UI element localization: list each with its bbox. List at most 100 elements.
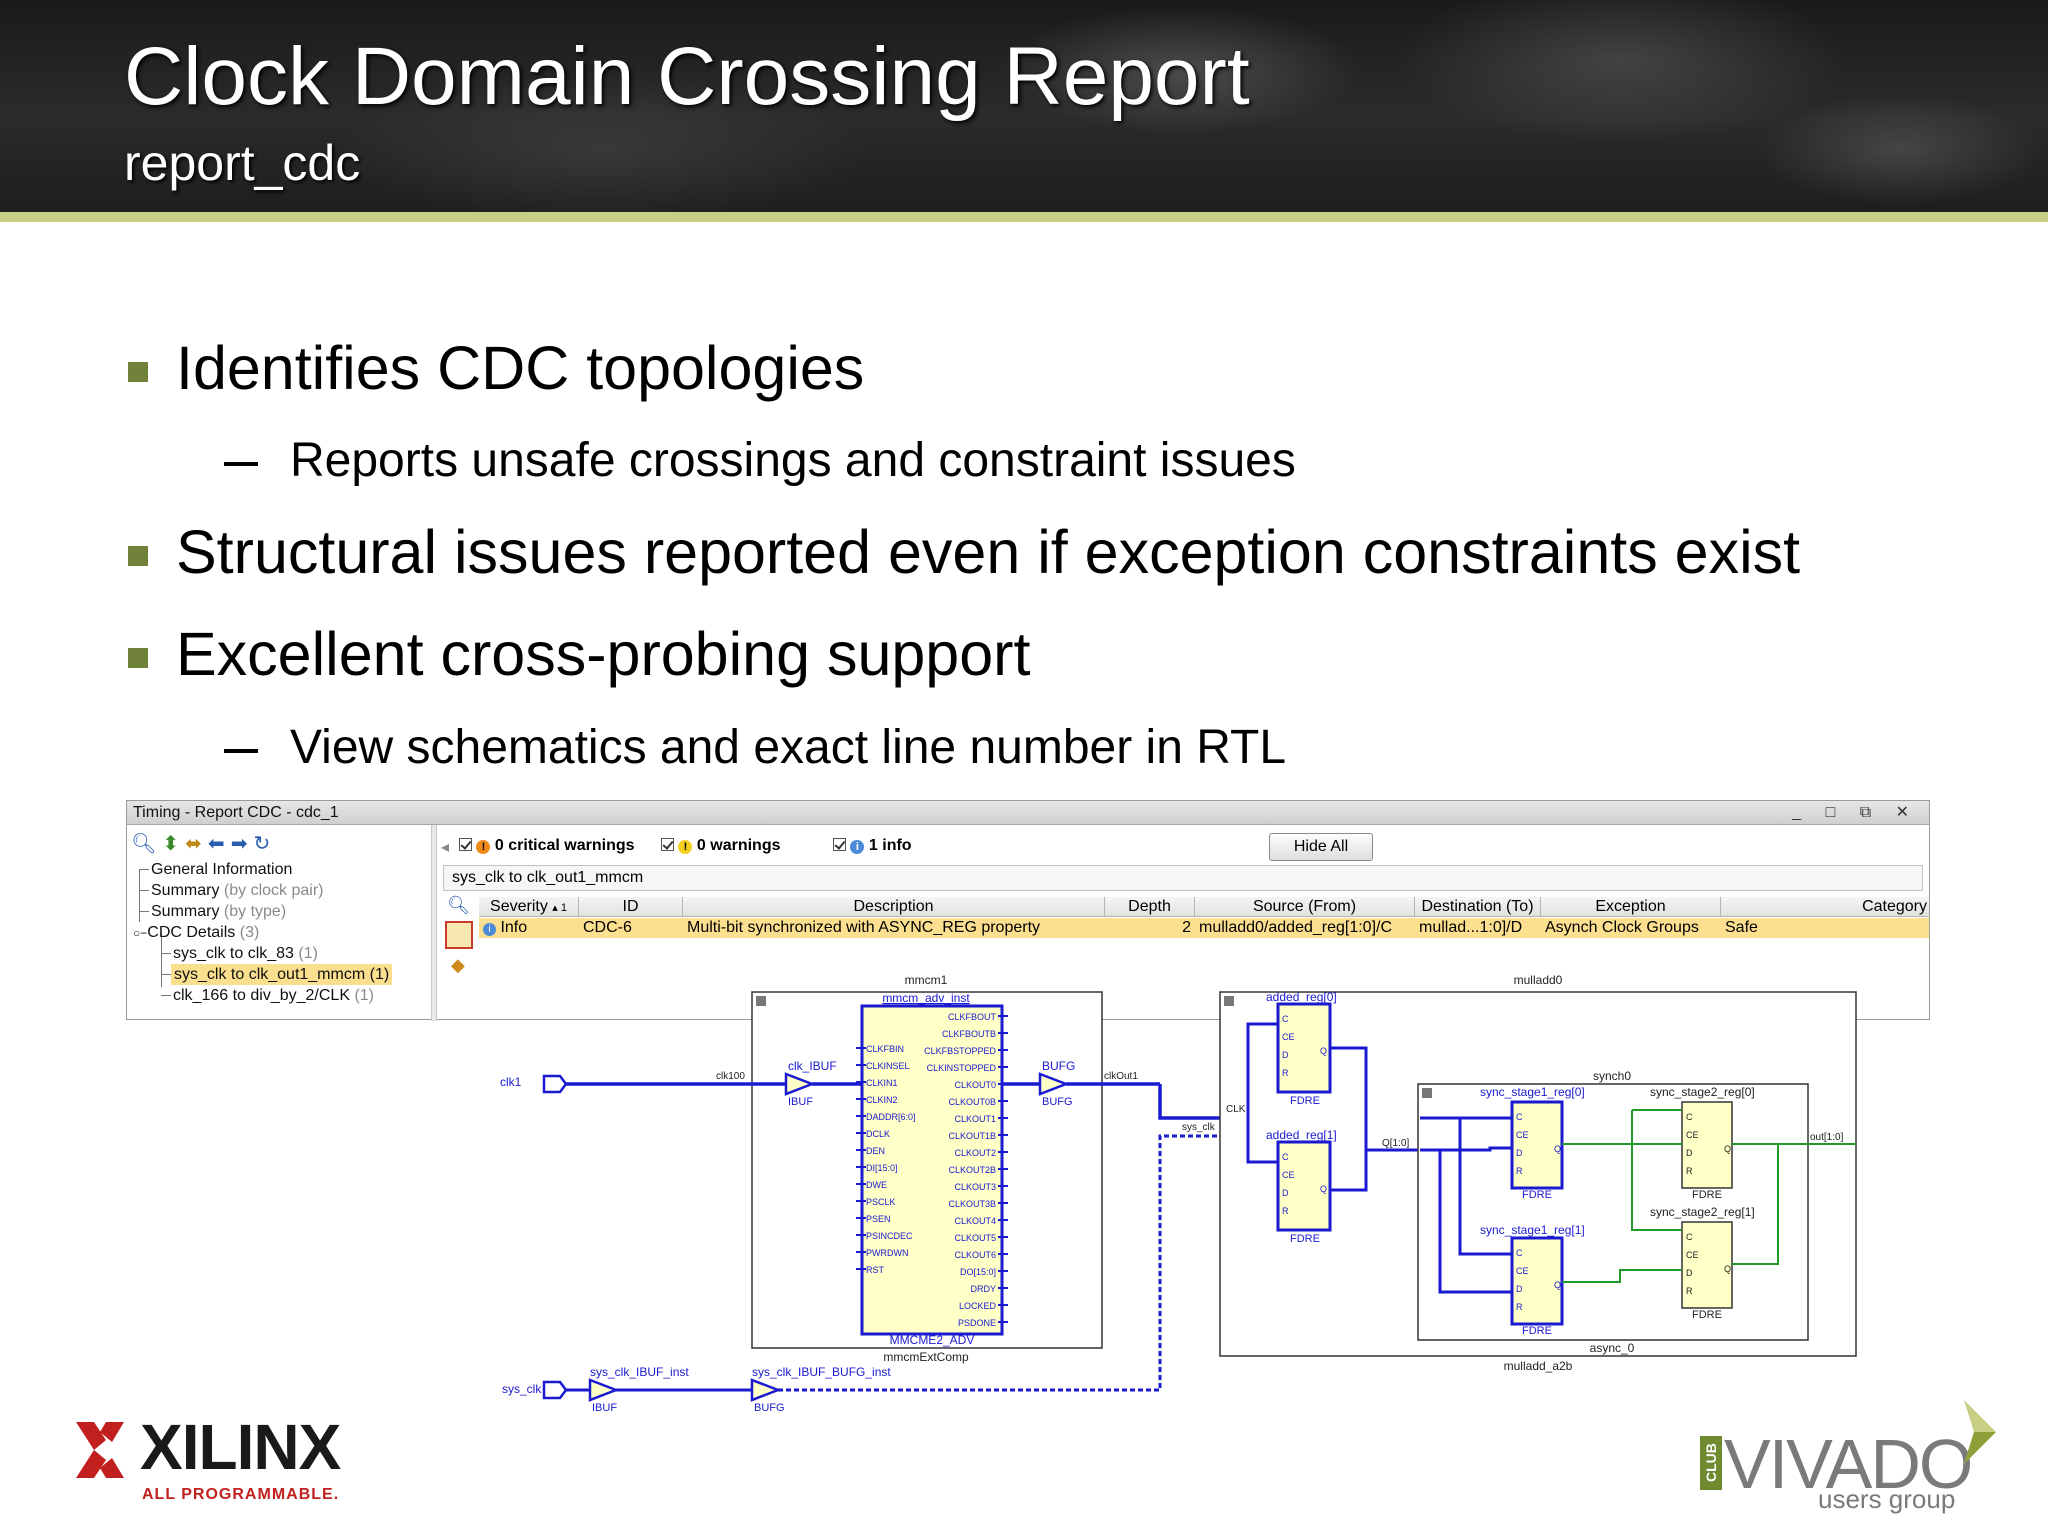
ff-q-label: Q: [1554, 1144, 1561, 1154]
warning-icon: !: [678, 840, 693, 854]
mmcm-input-pins: CLKFBINCLKINSELCLKIN1CLKIN2DADDR[6:0]DCL…: [856, 1044, 916, 1275]
ff-pin-label: C: [1516, 1112, 1523, 1122]
back-arrow-icon[interactable]: ⬅: [207, 833, 231, 855]
sync1-0-cell[interactable]: [1510, 1100, 1564, 1190]
tree-item-clock-pair[interactable]: sys_clk to clk_83 (1): [173, 945, 318, 962]
cell-exception: Asynch Clock Groups: [1545, 919, 1699, 936]
mmcm-in-pin-label: CLKIN2: [866, 1095, 898, 1105]
mmcm-in-pin-label: PSCLK: [866, 1197, 896, 1207]
clk-ibuf[interactable]: [784, 1072, 816, 1096]
ff-pin-label: D: [1516, 1148, 1523, 1158]
ff-pin-label: D: [1282, 1050, 1289, 1060]
mmcm-hier-box[interactable]: [751, 991, 1103, 1349]
info-filter[interactable]: i 1 info: [833, 837, 912, 855]
sync2-1-cell[interactable]: [1681, 1221, 1733, 1309]
mmcm-in-pin-label: CLKFBIN: [866, 1044, 904, 1054]
sync2-1-type: FDRE: [1692, 1309, 1722, 1321]
added-reg1-cell[interactable]: [1276, 1140, 1332, 1232]
warnings-filter[interactable]: ! 0 warnings: [661, 837, 780, 855]
window-title: Timing - Report CDC - cdc_1: [133, 804, 339, 821]
mmcm-in-pin-label: PSEN: [866, 1214, 891, 1224]
sys-clk-net[interactable]: [778, 1134, 1248, 1392]
added-reg1-type: FDRE: [1290, 1233, 1320, 1245]
cell-category: Safe: [1725, 919, 1758, 936]
mmcm-out-pin-label: CLKOUT0B: [948, 1097, 996, 1107]
synch-bottom-label: async_0: [1590, 1341, 1635, 1355]
sys-clk-port[interactable]: [542, 1380, 568, 1400]
ff-pin-label: R: [1686, 1166, 1693, 1176]
column-header-depth[interactable]: Depth: [1105, 897, 1195, 917]
search-icon[interactable]: 🔍︎: [447, 895, 470, 915]
cell-source: mulladd0/added_reg[1:0]/C: [1199, 919, 1393, 936]
mmcm-out-pin-label: CLKOUT3B: [948, 1199, 996, 1209]
ff-pin-label: C: [1282, 1152, 1289, 1162]
column-header-exception[interactable]: Exception: [1541, 897, 1721, 917]
column-header-category[interactable]: Category: [1862, 898, 1927, 915]
clk-in-port[interactable]: [542, 1074, 568, 1094]
collapse-all-icon[interactable]: ⬍: [162, 833, 186, 855]
ff-q-label: Q: [1320, 1184, 1327, 1194]
sys-clk-port-label: sys_clk: [502, 1382, 542, 1396]
window-title-bar[interactable]: Timing - Report CDC - cdc_1 _ □ ⧉ ✕: [127, 801, 1929, 825]
xilinx-logo-text: XILINX: [140, 1411, 341, 1483]
mmcm-in-pin-label: RST: [866, 1265, 885, 1275]
sync1-1-cell[interactable]: [1510, 1236, 1564, 1326]
window-controls[interactable]: _ □ ⧉ ✕: [1792, 804, 1919, 821]
ff-pin-label: R: [1516, 1302, 1523, 1312]
sync2-0-cell[interactable]: [1681, 1101, 1733, 1189]
out-bus-label: out[1:0]: [1810, 1132, 1844, 1143]
mmcm-cell[interactable]: [860, 1004, 1004, 1336]
search-icon[interactable]: 🔍︎: [131, 833, 163, 855]
column-header-source[interactable]: Source (From): [1195, 897, 1415, 917]
report-cdc-window: Timing - Report CDC - cdc_1 _ □ ⧉ ✕ 🔍︎⬍⬌…: [126, 800, 1930, 1021]
schematic-icon[interactable]: [445, 921, 473, 949]
slide-title: Clock Domain Crossing Report: [124, 31, 1250, 122]
sys-clk-ibuf-inst-label: sys_clk_IBUF_inst: [590, 1365, 689, 1379]
sys-clk-bufg[interactable]: [750, 1378, 782, 1402]
ff-q-label: Q: [1724, 1144, 1731, 1154]
hide-all-button[interactable]: Hide All: [1269, 833, 1373, 861]
tree-item-summary-clock-pair[interactable]: Summary (by clock pair): [151, 882, 324, 899]
tree-item-clock-pair-selected[interactable]: sys_clk to clk_out1_mmcm (1): [171, 964, 393, 985]
collapse-left-icon[interactable]: ◂: [441, 839, 450, 856]
mmcm-out-pin-label: PSDONE: [958, 1318, 996, 1328]
sync1-0-type: FDRE: [1522, 1189, 1552, 1201]
table-row[interactable]: i Info CDC-6 Multi-bit synchronized with…: [479, 918, 1929, 938]
ibuf-label: IBUF: [788, 1096, 813, 1108]
forward-arrow-icon[interactable]: ➡: [230, 833, 254, 855]
vivado-tagline: users group: [1818, 1484, 1956, 1514]
clock-pair-path: sys_clk to clk_out1_mmcm: [443, 865, 1923, 891]
sys-clk-ibuf[interactable]: [588, 1378, 620, 1402]
column-header-destination[interactable]: Destination (To): [1415, 897, 1541, 917]
mmcm-out-pin-label: CLKOUT6: [954, 1250, 996, 1260]
bufg-cell[interactable]: [1038, 1072, 1070, 1096]
column-header-id[interactable]: ID: [579, 897, 683, 917]
column-header-description[interactable]: Description: [683, 897, 1105, 917]
collapse-toggle-icon: ○−: [133, 926, 148, 940]
tree-item-summary-type[interactable]: Summary (by type): [151, 903, 287, 920]
mmcm-in-pin-label: DADDR[6:0]: [866, 1112, 916, 1122]
tree-item-cdc-details[interactable]: ○−CDC Details (3): [133, 924, 260, 941]
report-toolbar: 🔍︎⬍⬌⬅➡↻: [131, 831, 276, 856]
mmcm-in-pin-label: DEN: [866, 1146, 885, 1156]
critical-warnings-filter[interactable]: ! 0 critical warnings: [459, 837, 635, 855]
mmcm-out-pin-label: DRDY: [970, 1284, 996, 1294]
added-reg1-label: added_reg[1]: [1266, 1128, 1337, 1142]
hier-collapse-icon[interactable]: [1422, 1088, 1432, 1098]
bullet-marker: [128, 362, 148, 382]
expand-all-icon[interactable]: ⬌: [185, 833, 208, 855]
mulladd-hier-box[interactable]: [1219, 991, 1857, 1357]
refresh-icon[interactable]: ↻: [253, 833, 277, 855]
pane-splitter[interactable]: [431, 825, 437, 1021]
tree-item-general-information[interactable]: General Information: [151, 861, 293, 878]
diamond-marker-icon[interactable]: ◆: [451, 955, 465, 975]
sync1-0-label: sync_stage1_reg[0]: [1480, 1085, 1585, 1099]
report-tree: General Information Summary (by clock pa…: [131, 859, 437, 1019]
mmcm-out-pin-label: DO[15:0]: [960, 1267, 996, 1277]
tree-item-clock-pair[interactable]: clk_166 to div_by_2/CLK (1): [173, 987, 375, 1004]
column-header-severity[interactable]: Severity ▴ 1: [479, 897, 579, 917]
synch-hier-box[interactable]: [1417, 1083, 1809, 1341]
info-icon: i: [483, 923, 496, 936]
ff-pin-label: C: [1686, 1232, 1693, 1242]
